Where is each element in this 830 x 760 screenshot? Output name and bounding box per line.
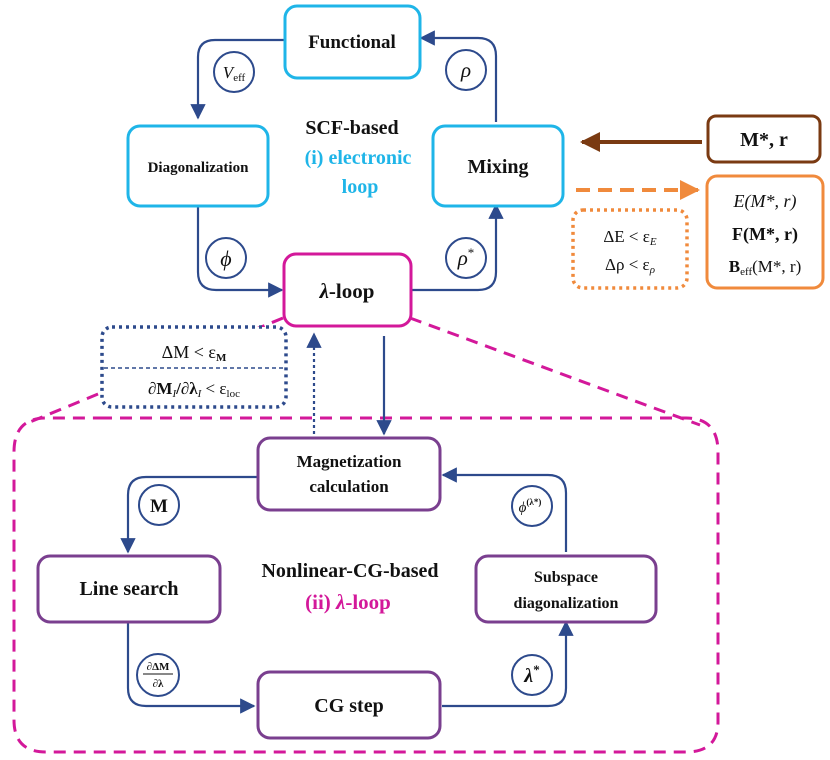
phi-lambda-circle: [511, 485, 553, 527]
cg-title-line2: (ii) λ-loop: [305, 590, 391, 614]
rho-label: ρ: [460, 58, 471, 82]
veff-circle: [213, 51, 255, 93]
scf-convergence-box: [571, 208, 689, 290]
functional-label: Functional: [308, 32, 396, 53]
scf-convergence-density: Δρ < ερ: [605, 255, 655, 276]
lambda-star-circle: [511, 654, 553, 696]
output-box: [705, 174, 825, 290]
lambda-star-label: λ*: [523, 662, 539, 687]
magnetization-box: [256, 436, 442, 512]
edge-mixing-to-functional: [419, 30, 498, 122]
scf-convergence-energy: ΔE < εE: [603, 227, 657, 248]
cg-title-line1: Nonlinear-CG-based: [261, 560, 438, 582]
gradient-numerator: ∂ΔM: [147, 661, 170, 673]
gradient-circle: [136, 653, 180, 697]
phi-lambda-label: ϕ(λ*): [519, 497, 542, 516]
edge-line-search-to-cg-step: [126, 622, 256, 714]
edge-cg-step-to-subspace: [442, 620, 574, 708]
cg-step-label: CG step: [314, 695, 383, 717]
phi-circle: [205, 237, 247, 279]
output-force: F(M*, r): [732, 224, 798, 245]
line-search-label: Line search: [79, 578, 178, 600]
subspace-box: [474, 554, 658, 624]
subspace-label-line2: diagonalization: [514, 595, 619, 612]
functional-box: [283, 4, 422, 80]
scf-title-line1: SCF-based: [305, 117, 398, 139]
scf-title-line2: (i) electronic: [305, 147, 412, 169]
lambda-loop-region: [12, 416, 720, 754]
phi-label: ϕ: [220, 246, 231, 271]
subspace-label-line1: Subspace: [534, 569, 598, 586]
m-circle: [138, 484, 180, 526]
output-energy: E(M*, r): [733, 191, 797, 212]
edge-subspace-to-magnetization: [441, 467, 568, 552]
veff-label: Veff: [223, 63, 246, 84]
lambda-convergence-gradient: ∂MI/∂λI < εloc: [148, 379, 240, 400]
output-beff: Beff(M*, r): [729, 257, 801, 278]
diagonalization-box: [126, 124, 270, 208]
lambda-loop-box: [282, 252, 413, 328]
mixing-label: Mixing: [467, 156, 528, 178]
lambda-convergence-box: [100, 325, 288, 409]
edge-functional-to-diagonalization: [190, 38, 284, 120]
edge-diagonalization-to-lambda-loop: [196, 206, 284, 298]
line-search-box: [36, 554, 222, 624]
rho-star-label: ρ*: [457, 245, 475, 270]
lambda-convergence-moment: ΔM < εM: [162, 342, 227, 364]
scf-title-line3: loop: [342, 176, 379, 198]
m-label: M: [150, 496, 168, 517]
input-label: M*, r: [740, 129, 788, 151]
lambda-loop-label: λ-loop: [319, 279, 375, 303]
diagonalization-label: Diagonalization: [148, 160, 249, 176]
edge-lambda-loop-to-mixing: [412, 203, 504, 292]
rho-star-circle: [445, 237, 487, 279]
zoom-line-right: [409, 316, 701, 427]
cg-step-box: [256, 670, 442, 740]
magnetization-label-line1: Magnetization: [297, 452, 402, 471]
rho-circle: [445, 49, 487, 91]
input-box: [706, 114, 822, 164]
gradient-denominator: ∂λ: [153, 678, 164, 690]
mixing-box: [431, 124, 565, 208]
magnetization-label-line2: calculation: [309, 477, 389, 496]
edge-magnetization-to-line-search: [120, 475, 258, 554]
